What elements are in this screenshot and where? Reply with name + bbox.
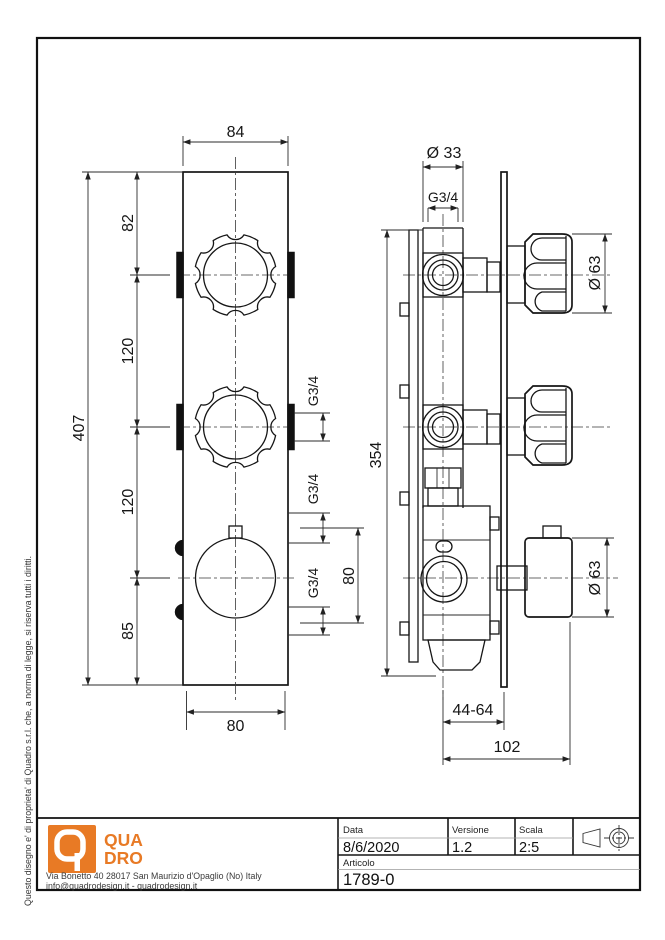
articolo-label: Articolo — [343, 858, 375, 869]
sheet-frame — [35, 36, 642, 892]
valve-top — [421, 233, 573, 314]
quadro-logo: QUA DRO — [48, 825, 143, 873]
svg-text:Ø 63: Ø 63 — [587, 561, 604, 596]
thermostatic-handle-profile — [524, 537, 573, 618]
versione-label: Versione — [452, 825, 489, 836]
dim-depth-adjustable: 44-64 — [453, 702, 494, 719]
logo-text-line2: DRO — [104, 848, 143, 868]
dim-handle-bottom: Ø 63 — [572, 537, 614, 618]
copyright-side-note: Questo disegno e' di proprieta' di Quadr… — [23, 556, 33, 906]
thermostatic-cartridge — [420, 505, 573, 671]
valve-middle — [421, 385, 573, 466]
port-thread-label-1: G3/4 — [305, 376, 321, 407]
dim-pipe: Ø 33 G3/4 — [422, 145, 464, 222]
dim-82: 82 — [120, 214, 137, 232]
address-line2: info@quadrodesign.it - quadrodesign.it — [46, 881, 198, 891]
mounting-bracket — [399, 229, 419, 663]
dim-85: 85 — [120, 622, 137, 640]
svg-text:80: 80 — [227, 718, 245, 735]
logo-text-line1: QUA — [104, 830, 143, 850]
scala-label: Scala — [519, 825, 543, 836]
front-view: 84 82 120 120 85 407 80 — [71, 124, 364, 735]
dim-120-upper: 120 — [120, 338, 137, 365]
scala-value: 2:5 — [519, 840, 539, 856]
logo-q-mark — [54, 829, 86, 871]
title-block: Data 8/6/2020 Versione 1.2 Scala 2:5 Art… — [46, 818, 640, 891]
dim-120-lower: 120 — [120, 489, 137, 516]
dim-left-chain: 82 120 120 85 407 — [71, 171, 183, 686]
svg-text:Ø 63: Ø 63 — [587, 256, 604, 291]
svg-text:354: 354 — [368, 442, 385, 469]
side-view: Ø 33 G3/4 354 Ø 63 Ø 63 — [368, 145, 618, 765]
dim-handle-top: Ø 63 — [572, 233, 612, 314]
handle-middle-profile — [524, 385, 573, 466]
svg-text:84: 84 — [227, 124, 245, 141]
side-outlet-tabs — [174, 251, 295, 621]
data-label: Data — [343, 825, 364, 836]
dim-depth-overall: 102 — [494, 739, 521, 756]
dim-pipe-diameter: Ø 33 — [427, 145, 462, 162]
volume-knob-top — [194, 234, 277, 316]
data-value: 8/6/2020 — [343, 840, 399, 856]
dim-body-height: 354 — [368, 229, 436, 677]
wall-plate-edge — [500, 171, 508, 688]
dim-width-bottom: 80 — [186, 691, 286, 735]
versione-value: 1.2 — [452, 840, 472, 856]
dim-right-ports: G3/4 G3/4 G3/4 80 — [288, 376, 364, 636]
projection-symbol-icon — [582, 825, 634, 851]
thread-label-side: G3/4 — [428, 189, 459, 205]
thermostatic-knob-front — [194, 525, 277, 619]
dim-407: 407 — [71, 415, 88, 442]
port-thread-label-3: G3/4 — [305, 568, 321, 599]
handle-top-profile — [524, 233, 573, 314]
dim-outlet-spacing: 80 — [341, 567, 358, 585]
articolo-value: 1789-0 — [343, 871, 394, 889]
port-thread-label-2: G3/4 — [305, 474, 321, 505]
dim-width-top: 84 — [182, 124, 289, 166]
address-line1: Via Bonetto 40 28017 San Maurizio d'Opag… — [46, 871, 262, 881]
dim-depth: 44-64 102 — [442, 622, 571, 765]
volume-knob-middle — [194, 386, 277, 468]
